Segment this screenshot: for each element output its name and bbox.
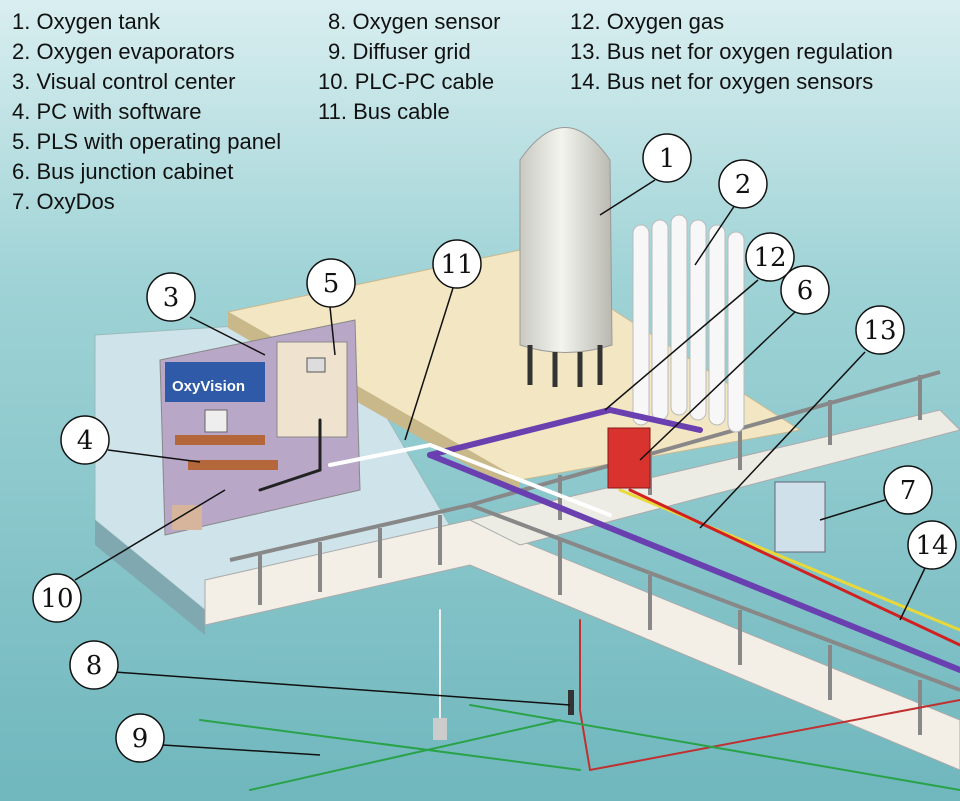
callout-number: 10: [40, 584, 73, 614]
legend-label: Oxygen sensor: [352, 9, 501, 34]
legend-number: 5.: [12, 129, 31, 154]
legend-number: 8.: [328, 9, 347, 34]
callout-number: 4: [77, 426, 94, 456]
callout-circle: [115, 713, 165, 763]
callout-4: 4: [60, 415, 110, 465]
callout-circle: [432, 239, 482, 289]
legend-item: 3. Visual control center: [12, 69, 235, 95]
legend-number: 11.: [318, 99, 347, 124]
legend-item: 7. OxyDos: [12, 189, 115, 215]
legend-item: 12. Oxygen gas: [570, 9, 724, 35]
legend-item: 1. Oxygen tank: [12, 9, 160, 35]
legend-label: Bus junction cabinet: [36, 159, 234, 184]
oxygen-tank: [519, 127, 613, 387]
legend-item: 8. Oxygen sensor: [328, 9, 500, 35]
walkway-right: [468, 409, 960, 546]
callout-number: 7: [900, 476, 917, 506]
bus-junction-cabinet: [607, 427, 651, 489]
legend-number: 14.: [570, 69, 601, 94]
legend-label: PLC-PC cable: [354, 69, 495, 94]
legend-number: 10.: [318, 69, 349, 94]
callout-circle: [855, 305, 905, 355]
legend-number: 12.: [570, 9, 601, 34]
legend-label: Oxygen gas: [606, 9, 725, 34]
legend-number: 9.: [328, 39, 347, 64]
legend-number: 4.: [12, 99, 31, 124]
callout-number: 13: [863, 316, 896, 346]
callout-number: 11: [440, 250, 473, 280]
legend-label: Bus net for oxygen sensors: [606, 69, 874, 94]
cables: [199, 406, 960, 791]
callout-14: 14: [907, 520, 957, 570]
callout-circle: [69, 640, 119, 690]
oxygen-evaporators: [632, 214, 745, 433]
oxyvision-logo: OxyVision: [172, 378, 245, 395]
callout-number: 14: [915, 531, 948, 561]
legend-number: 13.: [570, 39, 601, 64]
legend-label: Bus net for oxygen regulation: [606, 39, 893, 64]
callout-number: 12: [753, 243, 786, 273]
callout-circle: [306, 258, 356, 308]
legend-number: 6.: [12, 159, 31, 184]
callout-11: 11: [432, 239, 482, 289]
callout-circle: [745, 232, 795, 282]
callout-6: 6: [780, 265, 830, 315]
callout-8: 8: [69, 640, 119, 690]
callout-1: 1: [642, 133, 692, 183]
legend-label: Oxygen tank: [36, 9, 160, 34]
legend-number: 1.: [12, 9, 31, 34]
callout-circle: [883, 465, 933, 515]
legend-label: OxyDos: [36, 189, 115, 214]
legend-item: 9. Diffuser grid: [328, 39, 471, 65]
legend-label: PLS with operating panel: [36, 129, 282, 154]
callout-number: 6: [797, 276, 814, 306]
legend-item: 11. Bus cable: [318, 99, 450, 125]
callout-13: 13: [855, 305, 905, 355]
callout-circle: [780, 265, 830, 315]
callout-number: 8: [86, 651, 103, 681]
callout-5: 5: [306, 258, 356, 308]
callout-number: 5: [323, 269, 340, 299]
platform-edge: [95, 520, 205, 635]
callout-7: 7: [883, 465, 933, 515]
callout-circle: [32, 573, 82, 623]
visual-control-center: OxyVision: [159, 319, 361, 536]
legend-number: 7.: [12, 189, 31, 214]
leader-lines: [74, 179, 926, 756]
legend-item: 10. PLC-PC cable: [318, 69, 494, 95]
callout-10: 10: [32, 573, 82, 623]
legend-item: 6. Bus junction cabinet: [12, 159, 233, 185]
callout-number: 1: [659, 144, 676, 174]
callout-number: 9: [132, 724, 149, 754]
legend-label: Diffuser grid: [352, 39, 471, 64]
legend-number: 3.: [12, 69, 31, 94]
legend-item: 5. PLS with operating panel: [12, 129, 281, 155]
callout-number: 3: [163, 283, 180, 313]
legend-item: 13. Bus net for oxygen regulation: [570, 39, 893, 65]
callout-circle: [907, 520, 957, 570]
legend-label: Oxygen evaporators: [36, 39, 235, 64]
legend-label: Visual control center: [36, 69, 236, 94]
callout-circle: [718, 159, 768, 209]
legend-item: 4. PC with software: [12, 99, 202, 125]
callout-circle: [60, 415, 110, 465]
legend-item: 2. Oxygen evaporators: [12, 39, 235, 65]
callout-3: 3: [146, 272, 196, 322]
callout-9: 9: [115, 713, 165, 763]
callout-number: 2: [735, 170, 752, 200]
callout-circle: [146, 272, 196, 322]
callout-12: 12: [745, 232, 795, 282]
legend-label: Bus cable: [353, 99, 450, 124]
legend-label: PC with software: [36, 99, 202, 124]
callout-circle: [642, 133, 692, 183]
legend-item: 14. Bus net for oxygen sensors: [570, 69, 873, 95]
legend-number: 2.: [12, 39, 31, 64]
callout-2: 2: [718, 159, 768, 209]
oxydos-cabinet: [774, 481, 826, 553]
